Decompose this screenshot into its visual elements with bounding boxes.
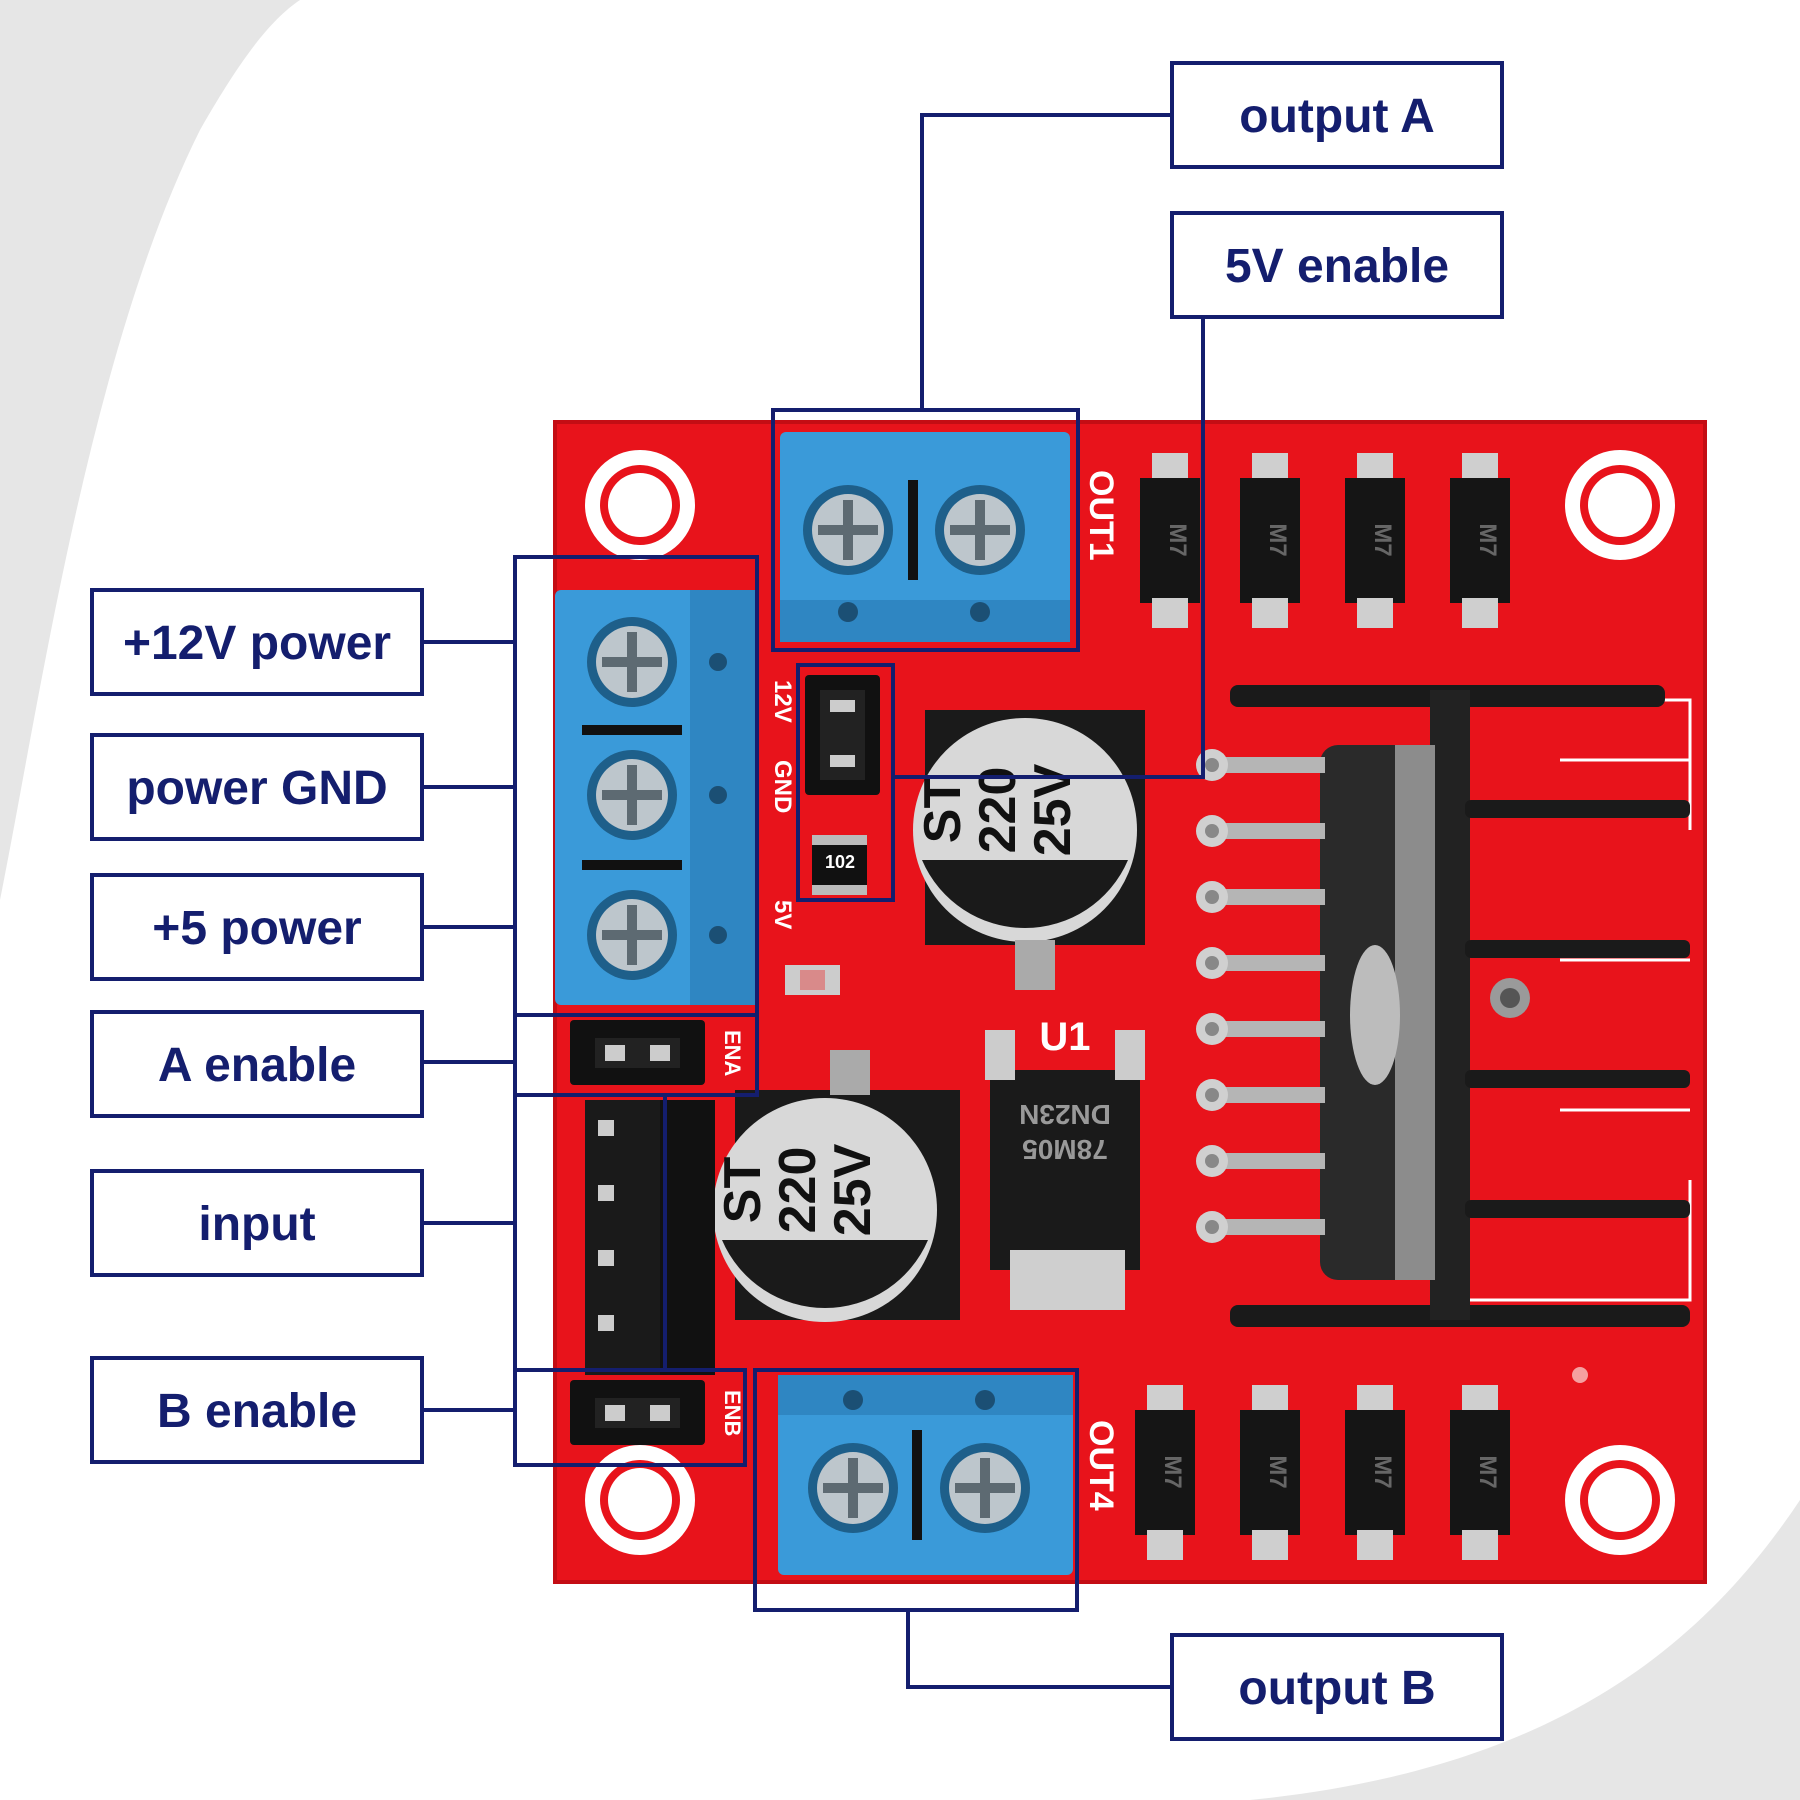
capacitor-bottom bbox=[713, 1050, 960, 1322]
callout-b-enable: B enable bbox=[90, 1356, 424, 1464]
regulator-part: 78M05 bbox=[1022, 1134, 1108, 1165]
callout-output-a: output A bbox=[1170, 61, 1504, 169]
ic-pin bbox=[1196, 1145, 1325, 1177]
voltage-regulator: 78M05 DN23N U1 bbox=[985, 1015, 1145, 1310]
terminal-block-output-a bbox=[780, 432, 1070, 642]
cap-brand: ST bbox=[714, 1157, 772, 1224]
highlight-b-enable bbox=[513, 1368, 747, 1467]
diode-marking: M7 bbox=[1264, 1455, 1291, 1488]
callout-12v-power: +12V power bbox=[90, 588, 424, 696]
label-a-enable: A enable bbox=[158, 1039, 356, 1092]
callout-5v-power: +5 power bbox=[90, 873, 424, 981]
jumper-a-enable bbox=[570, 1020, 705, 1085]
diode-row-top: M7 M7 M7 M7 bbox=[1140, 453, 1510, 628]
ic-pin bbox=[1196, 1079, 1325, 1111]
callout-a-enable: A enable bbox=[90, 1010, 424, 1118]
driver-ic-pins bbox=[1196, 749, 1325, 1243]
diode-marking: M7 bbox=[1369, 1455, 1396, 1488]
screw-icon bbox=[587, 617, 677, 707]
silk-12v: 12V bbox=[769, 680, 796, 723]
resistor: 102 bbox=[812, 835, 867, 895]
label-5v-power: +5 power bbox=[152, 902, 361, 955]
highlight-output-a bbox=[771, 408, 1080, 652]
highlight-output-b bbox=[753, 1368, 1079, 1612]
silk-gnd: GND bbox=[769, 760, 796, 813]
smd-diode: M7 bbox=[1345, 1385, 1405, 1560]
resistor-marking: 102 bbox=[825, 852, 855, 872]
ic-pin bbox=[1196, 1211, 1325, 1243]
smd-diode: M7 bbox=[1240, 453, 1300, 628]
terminal-block-power bbox=[555, 590, 755, 1005]
capacitor-bottom-marking: ST 220 25V bbox=[714, 1143, 882, 1236]
heatsink bbox=[1230, 685, 1690, 1327]
diode-marking: M7 bbox=[1369, 523, 1396, 556]
label-output-a: output A bbox=[1239, 90, 1434, 143]
label-output-b: output B bbox=[1238, 1662, 1435, 1715]
screw-icon bbox=[587, 890, 677, 980]
jumper-b-enable bbox=[570, 1380, 705, 1445]
cap-value: 220 bbox=[969, 767, 1027, 854]
screw-icon bbox=[587, 750, 677, 840]
callout-output-b: output B bbox=[1170, 1633, 1504, 1741]
input-header bbox=[585, 1100, 715, 1375]
cap-voltage: 25V bbox=[824, 1143, 882, 1236]
diode-marking: M7 bbox=[1159, 1455, 1186, 1488]
regulator-code: DN23N bbox=[1019, 1099, 1111, 1130]
diode-marking: M7 bbox=[1474, 1455, 1501, 1488]
capacitor-top bbox=[913, 710, 1145, 990]
ic-pin bbox=[1196, 815, 1325, 847]
terminal-block-output-b bbox=[778, 1375, 1073, 1575]
silk-5v: 5V bbox=[769, 900, 796, 929]
screw-icon bbox=[803, 485, 893, 575]
mounting-hole bbox=[1565, 1445, 1675, 1555]
ic-pin bbox=[1196, 947, 1325, 979]
label-5v-enable: 5V enable bbox=[1225, 240, 1449, 293]
label-input: input bbox=[198, 1198, 315, 1251]
cap-value: 220 bbox=[769, 1147, 827, 1234]
smd-diode: M7 bbox=[1450, 1385, 1510, 1560]
silk-ena: ENA bbox=[720, 1030, 745, 1077]
jumper-5v-enable bbox=[805, 675, 880, 795]
label-b-enable: B enable bbox=[157, 1385, 357, 1438]
leader-lines bbox=[422, 113, 1205, 1689]
diode-marking: M7 bbox=[1474, 523, 1501, 556]
screw-icon bbox=[940, 1443, 1030, 1533]
callout-input: input bbox=[90, 1169, 424, 1277]
smd-diode: M7 bbox=[1135, 1385, 1195, 1560]
label-power-gnd: power GND bbox=[126, 762, 387, 815]
highlight-boxes bbox=[513, 408, 1080, 1612]
silk-out1: OUT1 bbox=[1082, 470, 1120, 561]
ic-pin bbox=[1196, 1013, 1325, 1045]
smd-diode: M7 bbox=[1345, 453, 1405, 628]
screw-icon bbox=[808, 1443, 898, 1533]
mounting-hole bbox=[585, 1445, 695, 1555]
power-led bbox=[785, 965, 840, 995]
diode-row-bottom: M7 M7 M7 M7 bbox=[1135, 1385, 1510, 1560]
cap-brand: ST bbox=[914, 777, 972, 844]
ic-pin bbox=[1196, 881, 1325, 913]
silk-u1: U1 bbox=[1039, 1015, 1090, 1059]
callout-power-gnd: power GND bbox=[90, 733, 424, 841]
smd-diode: M7 bbox=[1140, 453, 1200, 628]
smd-diode: M7 bbox=[1240, 1385, 1300, 1560]
leader-output-a bbox=[920, 113, 1172, 410]
smd-diode: M7 bbox=[1450, 453, 1510, 628]
highlight-5v-enable bbox=[796, 663, 895, 902]
label-12v-power: +12V power bbox=[123, 617, 391, 670]
diode-marking: M7 bbox=[1264, 523, 1291, 556]
silk-out4: OUT4 bbox=[1082, 1420, 1120, 1511]
callout-5v-enable: 5V enable bbox=[1170, 211, 1504, 319]
mounting-hole bbox=[585, 450, 695, 560]
power-silkscreen: 12V GND 5V bbox=[769, 680, 796, 929]
mounting-hole bbox=[1565, 450, 1675, 560]
leader-output-b bbox=[906, 1610, 1172, 1689]
leader-5v-enable bbox=[893, 317, 1205, 779]
screw-icon bbox=[935, 485, 1025, 575]
diode-marking: M7 bbox=[1164, 523, 1191, 556]
silk-enb: ENB bbox=[720, 1390, 745, 1436]
